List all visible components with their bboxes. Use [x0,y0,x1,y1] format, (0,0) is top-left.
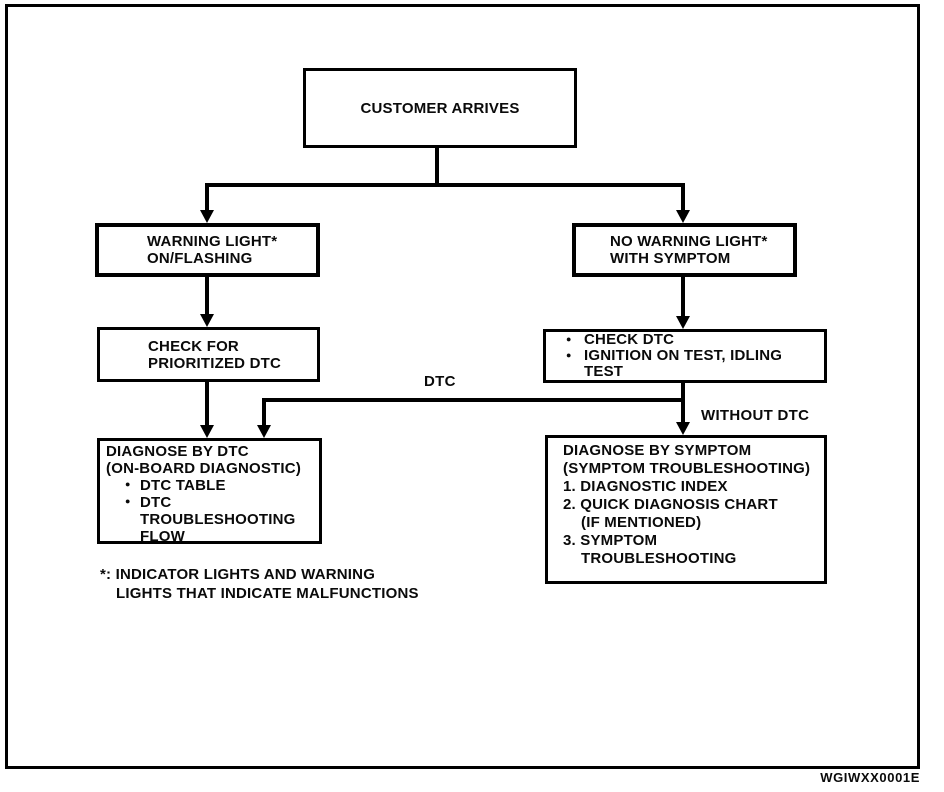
bullet-item: ● CHECK DTC [566,332,820,348]
connector-split-horizontal [205,183,685,187]
node-label-line: DIAGNOSE BY SYMPTOM [563,442,752,459]
numbered-item: 3. SYMPTOM [563,532,658,549]
node-warning-light: WARNING LIGHT* ON/FLASHING [95,223,320,277]
connector-withoutdtc-to-diagsym [681,398,685,424]
numbered-item: 2. QUICK DIAGNOSIS CHART [563,496,778,513]
connector-customer-to-split [435,148,439,186]
arrowhead-down [676,316,690,329]
node-label-line: ON/FLASHING [147,250,253,267]
connector-dtc-horizontal [262,398,685,402]
bullet-item: ● IGNITION ON TEST, IDLING [566,348,820,364]
arrowhead-down [200,425,214,438]
node-label-line: CHECK FOR [148,337,239,355]
node-label-line: WITH SYMPTOM [610,250,731,267]
bullet-icon: ● [566,334,572,344]
arrowhead-down [676,422,690,435]
arrowhead-down [257,425,271,438]
connector-no-warning-to-checkdtc [681,275,685,318]
edge-label-dtc: DTC [424,373,456,390]
node-label-line: PRIORITIZED DTC [148,354,281,372]
node-label-line: (SYMPTOM TROUBLESHOOTING) [563,460,811,477]
numbered-item: 1. DIAGNOSTIC INDEX [563,478,728,495]
connector-checkdtc-down [681,381,685,402]
node-no-warning-light: NO WARNING LIGHT* WITH SYMPTOM [572,223,797,277]
bullet-text-continuation: FLOW [140,528,185,545]
footnote-line: *: INDICATOR LIGHTS AND WARNING [100,566,376,583]
bullet-text: DTC TABLE [140,477,226,494]
figure-code: WGIWXX0001E [820,770,920,785]
connector-split-to-warning [205,183,209,212]
bullet-text: CHECK DTC [584,331,675,348]
node-customer-arrives: CUSTOMER ARRIVES [303,68,577,148]
bullet-item: ● DTC TABLE [125,477,319,494]
bullet-text-continuation: TROUBLESHOOTING [140,511,296,528]
arrowhead-down [200,210,214,223]
numbered-item-continuation: (IF MENTIONED) [581,514,702,531]
node-label-line: DIAGNOSE BY DTC [106,443,249,460]
node-check-prioritized-dtc: CHECK FOR PRIORITIZED DTC [97,327,320,382]
bullet-icon: ● [125,496,131,506]
node-label-line: NO WARNING LIGHT* [610,233,768,250]
connector-dtc-to-diagdtc [262,398,266,427]
connector-checkpri-to-diagdtc [205,380,209,427]
bullet-text: DTC [140,494,172,511]
bullet-icon: ● [566,350,572,360]
numbered-item-continuation: TROUBLESHOOTING [581,550,737,567]
connector-warning-to-checkpri [205,275,209,316]
bullet-item: ● DTC [125,494,319,511]
node-label: CUSTOMER ARRIVES [360,99,520,117]
bullet-text-continuation: TEST [584,363,624,380]
footnote: *: INDICATOR LIGHTS AND WARNING LIGHTS T… [100,565,419,603]
node-diagnose-by-symptom: DIAGNOSE BY SYMPTOM (SYMPTOM TROUBLESHOO… [545,435,827,584]
arrowhead-down [676,210,690,223]
arrowhead-down [200,314,214,327]
node-check-dtc: ● CHECK DTC ● IGNITION ON TEST, IDLING T… [543,329,827,383]
connector-split-to-no-warning [681,183,685,212]
bullet-text: IGNITION ON TEST, IDLING [584,347,783,364]
edge-label-without-dtc: WITHOUT DTC [701,407,810,424]
bullet-icon: ● [125,479,131,489]
node-label-line: WARNING LIGHT* [147,233,278,250]
footnote-line: LIGHTS THAT INDICATE MALFUNCTIONS [116,585,419,602]
node-label-line: (ON-BOARD DIAGNOSTIC) [106,460,302,477]
node-diagnose-by-dtc: DIAGNOSE BY DTC (ON-BOARD DIAGNOSTIC) ● … [97,438,322,545]
